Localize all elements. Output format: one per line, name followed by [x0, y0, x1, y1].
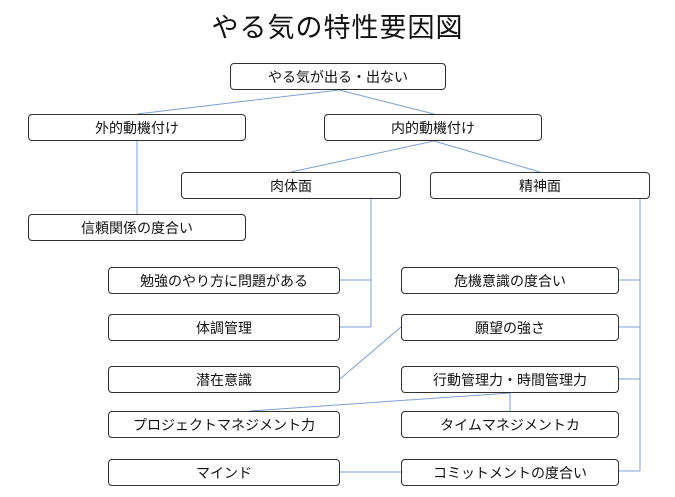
connector-internal-mental	[433, 140, 541, 173]
node-study-method: 勉強のやり方に問題がある	[108, 267, 340, 294]
node-internal-motivation: 内的動機付け	[324, 114, 542, 141]
node-desire: 願望の強さ	[401, 314, 619, 341]
node-project: プロジェクトマネジメント力	[108, 411, 340, 438]
node-action-time: 行動管理力・時間管理力	[401, 366, 619, 393]
node-trust: 信頼関係の度合い	[28, 214, 246, 241]
node-root: やる気が出る・出ない	[230, 63, 446, 90]
connector-project-action	[249, 392, 511, 412]
connector-internal-physical	[290, 140, 435, 173]
node-commitment: コミットメントの度合い	[401, 459, 619, 486]
node-mental: 精神面	[430, 172, 650, 199]
connector-latent-desire	[339, 326, 402, 380]
node-physical: 肉体面	[181, 172, 401, 199]
diagram-title: やる気の特性要因図	[211, 13, 464, 44]
node-mind: マインド	[108, 459, 340, 486]
node-latent: 潜在意識	[108, 366, 340, 393]
node-time-mgmt: タイムマネジメントカ	[401, 411, 619, 438]
node-external-motivation: 外的動機付け	[28, 114, 246, 141]
connector-root-external	[136, 89, 340, 115]
node-health: 体調管理	[108, 314, 340, 341]
node-crisis: 危機意識の度合い	[401, 267, 619, 294]
connector-root-internal	[338, 89, 435, 115]
